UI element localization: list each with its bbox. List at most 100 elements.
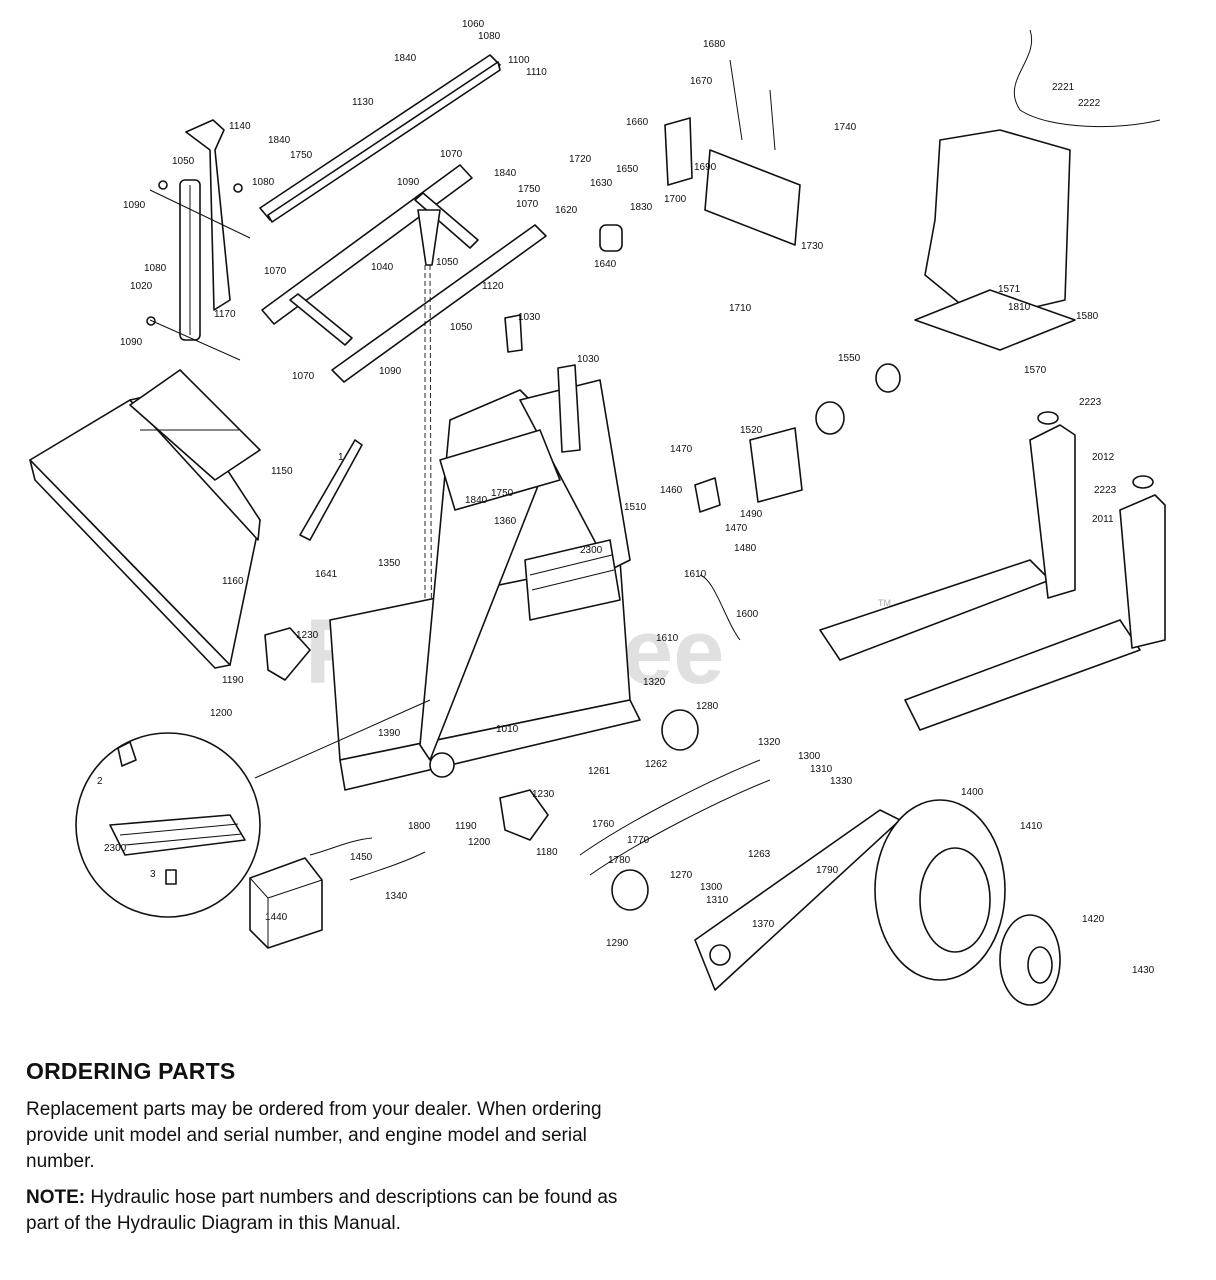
- label-1263: 1263: [748, 849, 771, 860]
- label-1180: 1180: [536, 847, 558, 858]
- label-2: 2: [97, 776, 103, 787]
- hydraulic-motor-right: [499, 789, 549, 841]
- label-1320: 1320: [643, 677, 666, 688]
- tank-2012: [1029, 424, 1076, 599]
- label-2300: 2300: [580, 545, 603, 556]
- label-1470: 1470: [670, 444, 693, 455]
- label-1270: 1270: [670, 870, 693, 881]
- label-1640: 1640: [594, 259, 617, 270]
- label-1600: 1600: [736, 609, 759, 620]
- bucket-assembly: [29, 369, 363, 669]
- label-1660: 1660: [626, 117, 649, 128]
- ordering-paragraph: Replacement parts may be ordered from yo…: [26, 1099, 602, 1172]
- label-1370: 1370: [752, 919, 775, 930]
- label-1780: 1780: [608, 855, 631, 866]
- label-1090: 1090: [397, 177, 420, 188]
- label-1830: 1830: [630, 202, 653, 213]
- clip-part: [117, 741, 137, 767]
- label-1420: 1420: [1082, 914, 1105, 925]
- label-1230: 1230: [532, 789, 555, 800]
- label-1430: 1430: [1132, 965, 1155, 976]
- label-1190: 1190: [455, 821, 477, 832]
- battery-cable-1: [309, 837, 373, 856]
- label-1810: 1810: [1008, 302, 1031, 313]
- label-1520: 1520: [740, 425, 763, 436]
- label-1400: 1400: [961, 787, 984, 798]
- label-1670: 1670: [690, 76, 713, 87]
- label-1330: 1330: [830, 776, 853, 787]
- drive-chain: [579, 759, 761, 856]
- label-1080: 1080: [144, 263, 167, 274]
- label-1: 1: [338, 452, 344, 463]
- grab-handle-1: [504, 314, 523, 353]
- label-1641: 1641: [315, 569, 338, 580]
- pump-block: [694, 477, 721, 513]
- upper-arm-assembly: [259, 54, 547, 761]
- label-1030: 1030: [518, 312, 541, 323]
- engine-mount-plate: [914, 289, 1076, 351]
- label-1770: 1770: [627, 835, 650, 846]
- label-1650: 1650: [616, 164, 639, 175]
- label-1620: 1620: [555, 205, 578, 216]
- label-1690: 1690: [694, 162, 717, 173]
- label-2012: 2012: [1092, 452, 1115, 463]
- label-1340: 1340: [385, 891, 408, 902]
- main-frame: [329, 314, 641, 791]
- ordering-note: NOTE: Hydraulic hose part numbers and de…: [26, 1185, 626, 1237]
- label-1290: 1290: [606, 938, 629, 949]
- side-tanks: [819, 411, 1166, 731]
- engine-assembly: [914, 29, 1161, 351]
- label-1160: 1160: [222, 576, 244, 587]
- label-1800: 1800: [408, 821, 431, 832]
- label-1190: 1190: [222, 675, 244, 686]
- lift-cylinder-assembly: [146, 119, 251, 361]
- label-1790: 1790: [816, 865, 839, 876]
- label-1070: 1070: [292, 371, 315, 382]
- label-1200: 1200: [468, 837, 491, 848]
- drive-motor-upper: [661, 709, 699, 751]
- label-1020: 1020: [130, 281, 153, 292]
- note-text: Hydraulic hose part numbers and descript…: [26, 1187, 618, 1234]
- label-1090: 1090: [123, 200, 146, 211]
- label-1320: 1320: [758, 737, 781, 748]
- valve-bracket: [664, 117, 693, 186]
- label-2223: 2223: [1094, 485, 1117, 496]
- label-1460: 1460: [660, 485, 683, 496]
- label-1040: 1040: [371, 262, 394, 273]
- drive-motor-lower: [611, 869, 649, 911]
- label-1610: 1610: [684, 569, 707, 580]
- label-1262: 1262: [645, 759, 668, 770]
- pump-mount-plate: [749, 427, 803, 503]
- grab-handle-2: [557, 364, 581, 453]
- label-1490: 1490: [740, 509, 763, 520]
- label-1080: 1080: [478, 31, 501, 42]
- detail-inset: [75, 699, 431, 918]
- label-1700: 1700: [664, 194, 687, 205]
- coupler-half: [875, 363, 901, 393]
- label-1570: 1570: [1024, 365, 1047, 376]
- label-1300: 1300: [798, 751, 821, 762]
- label-2223: 2223: [1079, 397, 1102, 408]
- ordering-parts-section: ORDERING PARTS Replacement parts may be …: [26, 1058, 626, 1247]
- battery-cable-2: [349, 851, 426, 881]
- hydraulic-components: [264, 59, 901, 841]
- label-1840: 1840: [494, 168, 517, 179]
- label-2011: 2011: [1092, 514, 1114, 525]
- control-valve: [704, 149, 801, 246]
- hydraulic-hose: [699, 574, 741, 641]
- label-1110: 1110: [526, 67, 547, 78]
- label-1150: 1150: [271, 466, 293, 477]
- label-1720: 1720: [569, 154, 592, 165]
- drive-assembly: [579, 709, 1061, 1006]
- step-grate: [109, 814, 246, 856]
- label-1070: 1070: [264, 266, 287, 277]
- label-1760: 1760: [592, 819, 615, 830]
- bucket-mount-bracket: [129, 369, 261, 481]
- label-1840: 1840: [394, 53, 417, 64]
- label-1710: 1710: [729, 303, 752, 314]
- label-1300: 1300: [700, 882, 723, 893]
- label-1610: 1610: [656, 633, 679, 644]
- label-1050: 1050: [436, 257, 459, 268]
- bucket-pin-1: [299, 439, 363, 541]
- label-1680: 1680: [703, 39, 726, 50]
